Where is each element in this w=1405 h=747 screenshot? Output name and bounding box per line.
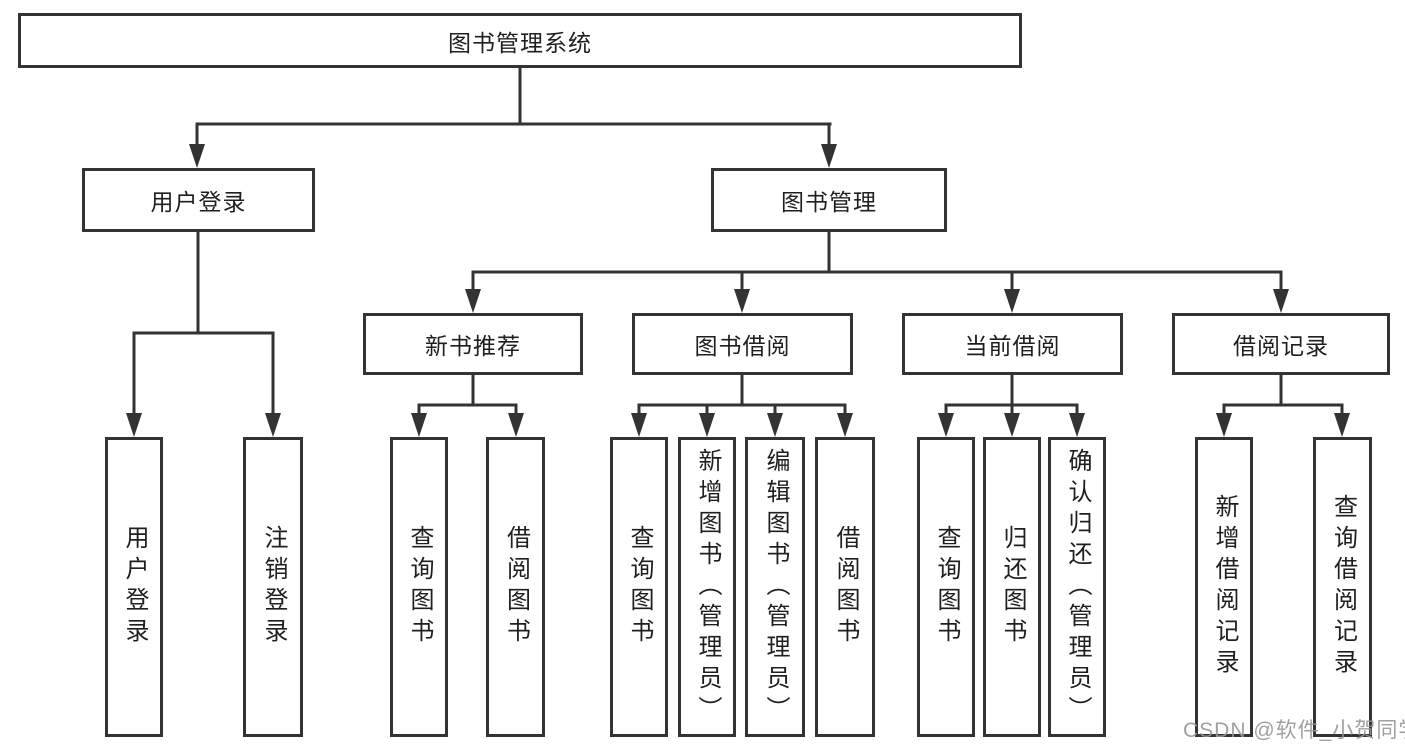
node-root-system: 图书管理系统 (18, 13, 1022, 68)
leaf-label: 确认归还（管理员） (1064, 447, 1091, 727)
leaf-confirm-return-admin: 确认归还（管理员） (1048, 437, 1106, 737)
leaf-logout: 注销登录 (243, 437, 303, 737)
node-book-borrow: 图书借阅 (632, 313, 853, 375)
leaf-borrow-book: 借阅图书 (815, 437, 875, 737)
leaf-return-book: 归还图书 (983, 437, 1041, 737)
leaf-borrow-book-recommend: 借阅图书 (486, 437, 545, 737)
leaf-user-login: 用户登录 (105, 437, 163, 737)
csdn-watermark: CSDN @软件_小贺同学 (1183, 719, 1405, 742)
leaf-label: 用户登录 (121, 525, 148, 649)
leaf-label: 借阅图书 (832, 525, 859, 649)
node-new-book-recommend: 新书推荐 (363, 313, 583, 375)
leaf-label: 注销登录 (260, 525, 287, 649)
leaf-label: 借阅图书 (502, 525, 530, 649)
node-current-borrow: 当前借阅 (902, 313, 1123, 375)
leaf-label: 查询图书 (406, 525, 433, 649)
leaf-query-borrow-record: 查询借阅记录 (1313, 437, 1372, 737)
leaf-add-book-admin: 新增图书（管理员） (678, 437, 736, 737)
leaf-label: 新增图书（管理员） (694, 447, 721, 727)
node-user-login: 用户登录 (82, 168, 315, 232)
leaf-edit-book-admin: 编辑图书（管理员） (745, 437, 805, 737)
leaf-query-book-recommend: 查询图书 (390, 437, 448, 737)
leaf-label: 查询借阅记录 (1329, 494, 1357, 680)
leaf-query-book-borrow: 查询图书 (610, 437, 668, 737)
arrowhead-icons (126, 144, 1350, 437)
node-borrow-record: 借阅记录 (1172, 313, 1390, 375)
node-book-management: 图书管理 (711, 168, 947, 232)
leaf-label: 归还图书 (999, 525, 1026, 649)
leaf-query-book-current: 查询图书 (917, 437, 975, 737)
leaf-label: 查询图书 (933, 525, 960, 649)
leaf-label: 编辑图书（管理员） (762, 447, 789, 727)
leaf-label: 查询图书 (626, 525, 653, 649)
leaf-label: 新增借阅记录 (1211, 494, 1238, 680)
leaf-add-borrow-record: 新增借阅记录 (1195, 437, 1253, 737)
